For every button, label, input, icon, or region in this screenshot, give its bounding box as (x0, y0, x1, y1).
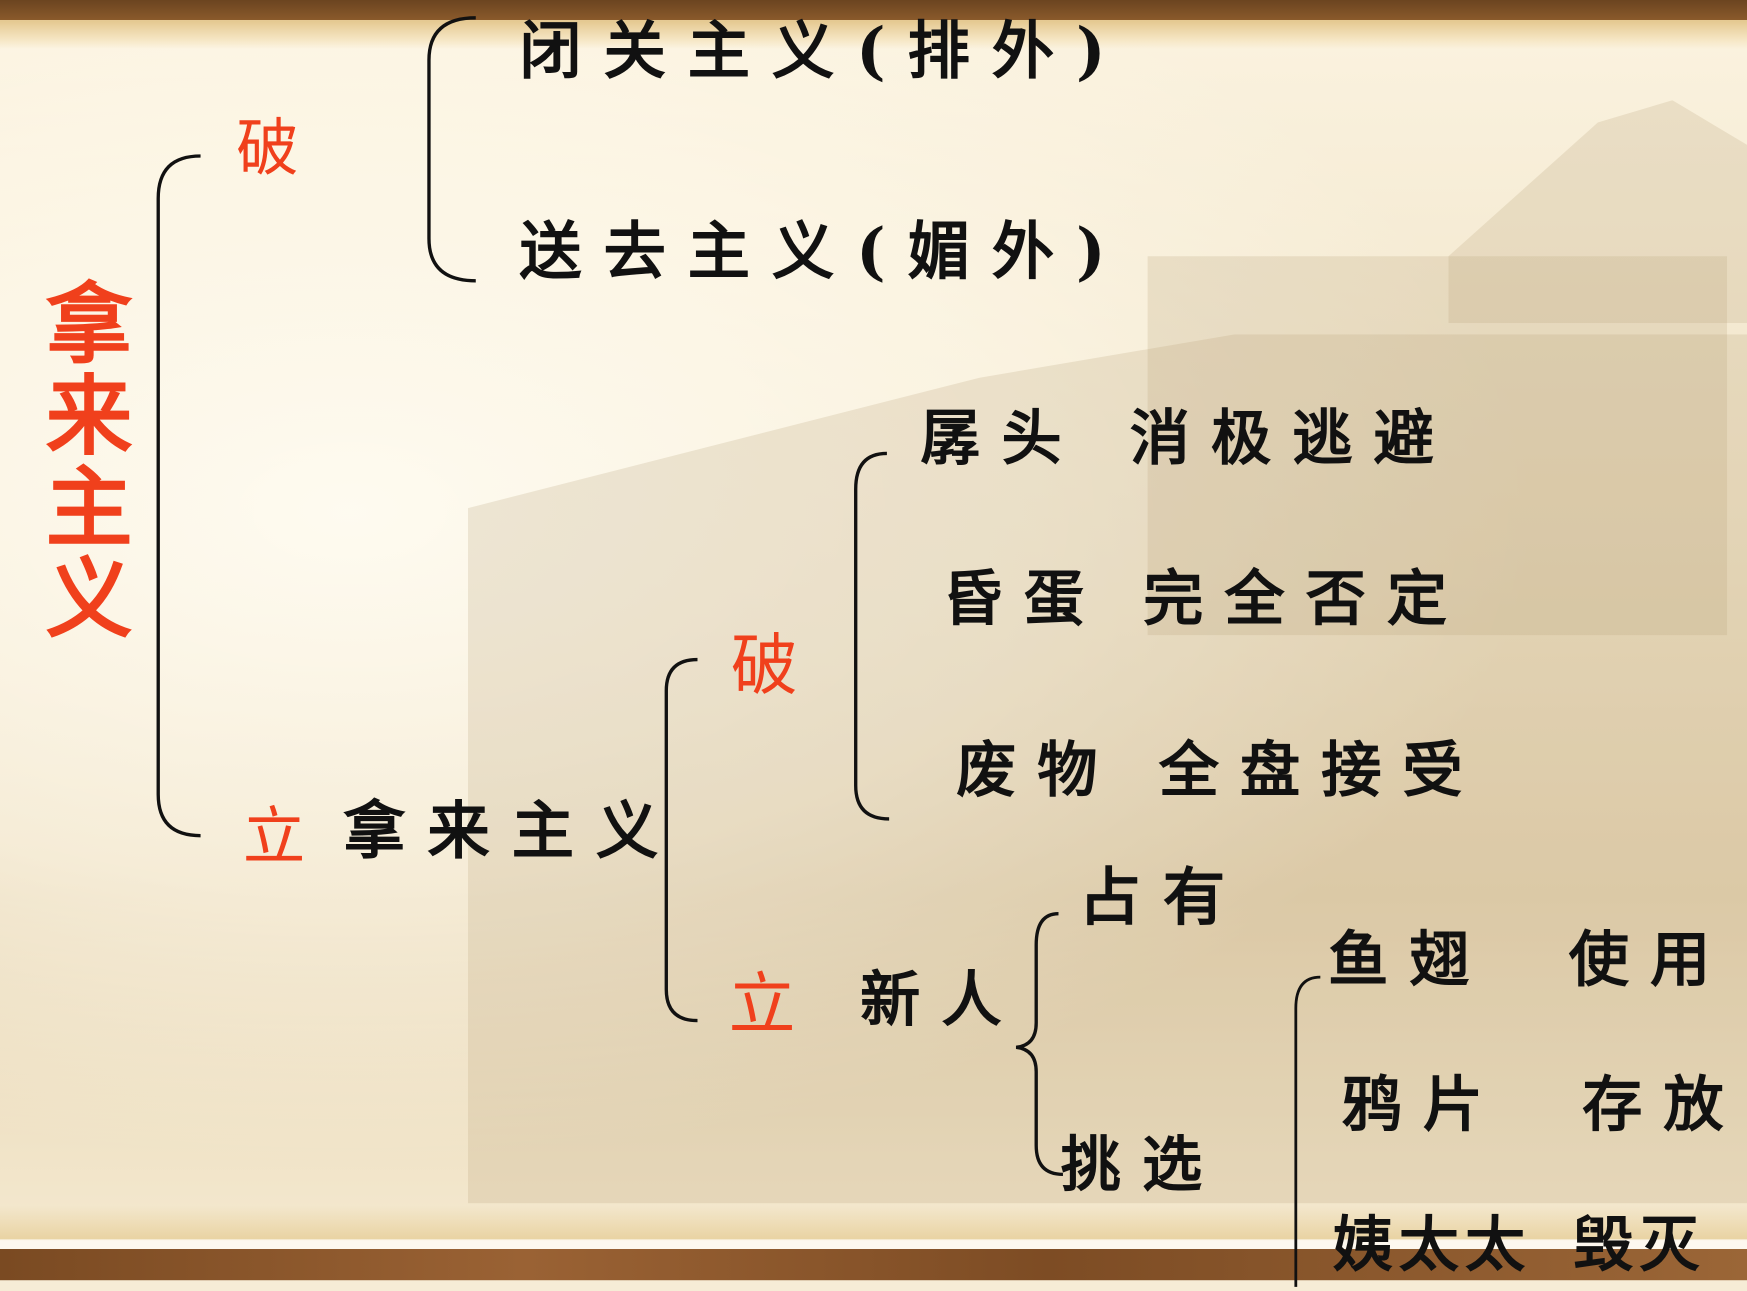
tiaoxuan-item-0-object: 鱼翅 (1328, 923, 1491, 995)
po2-item-0-attitude: 消极逃避 (1129, 402, 1455, 474)
great-wall-watermark (467, 334, 1747, 1204)
bottom-wood-band (0, 1249, 1747, 1281)
top-wood-band (0, 0, 1747, 21)
bottom-gold-band (0, 1205, 1747, 1239)
label-po-level2: 破 (730, 627, 798, 706)
tiaoxuan-item-2-action: 毁灭 (1573, 1208, 1706, 1281)
top-gold-band (0, 20, 1747, 50)
po2-item-2-attitude: 全盘接受 (1158, 734, 1484, 806)
xinren-item-tiaoxuan: 挑选 (1060, 1128, 1224, 1200)
po-item-songqu: 送去主义(媚外) (519, 215, 1128, 289)
great-wall-watermark-tower (1147, 256, 1728, 636)
tiaoxuan-item-2-object: 姨太太 (1332, 1208, 1532, 1281)
po2-item-2-object: 废物 (955, 734, 1119, 806)
tiaoxuan-item-1-object: 鸦片 (1341, 1068, 1504, 1140)
brace-po2-items (847, 451, 903, 829)
main-title: 拿来主义 (31, 278, 133, 645)
brace-tiaoxuan (1287, 975, 1332, 1291)
xinren-item-zhanyou: 占有 (1078, 861, 1248, 935)
po-item-biguan: 闭关主义(排外) (519, 14, 1128, 89)
brace-level2 (660, 657, 705, 1029)
brace-po-items (418, 16, 485, 299)
li-text-level2: 新人 (860, 963, 1023, 1036)
li-text-level1: 拿来主义 (343, 794, 681, 868)
label-po-level1: 破 (236, 112, 299, 185)
tiaoxuan-item-0-action: 使用 (1568, 923, 1732, 995)
brace-level1 (145, 154, 212, 849)
label-li-level1: 立 (242, 801, 306, 874)
po2-item-0-object: 孱头 (920, 402, 1083, 474)
po2-item-1-attitude: 完全否定 (1143, 562, 1469, 634)
label-li-level2: 立 (728, 966, 796, 1045)
tiaoxuan-item-1-action: 存放 (1582, 1068, 1745, 1140)
brace-xinren (1014, 911, 1070, 1183)
bottom-white-line (0, 1240, 1747, 1250)
po2-item-1-object: 昏蛋 (942, 562, 1106, 634)
